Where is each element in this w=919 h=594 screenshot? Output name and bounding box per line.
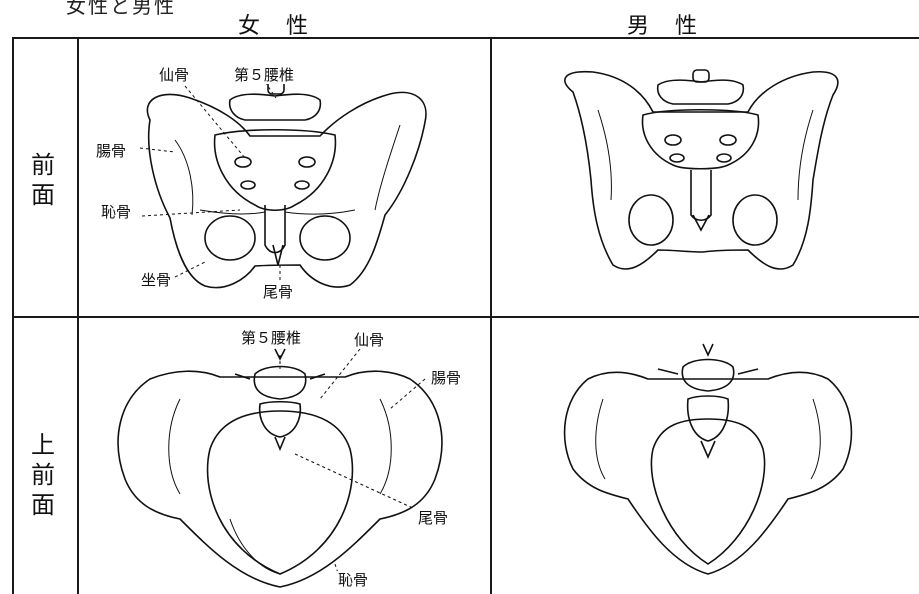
- row-label-front: 前面: [30, 150, 56, 210]
- gender-column-divider: [490, 37, 492, 594]
- female-top-panel: [80, 319, 488, 594]
- label-pubis-top: 恥骨: [337, 571, 369, 589]
- label-ilium-top: 腸骨: [430, 369, 462, 387]
- label-coccyx-top: 尾骨: [417, 509, 449, 527]
- column-header-male: 男性: [627, 8, 723, 40]
- female-pelvis-top-illustration: [80, 319, 488, 594]
- label-lumbar5-front: 第５腰椎: [233, 66, 295, 84]
- label-ilium-front: 腸骨: [95, 142, 127, 160]
- table-top-border: [12, 37, 919, 39]
- table-left-border: [12, 37, 14, 594]
- male-pelvis-front-illustration: [493, 40, 913, 314]
- label-lumbar5-top: 第５腰椎: [240, 329, 302, 347]
- label-sacrum-front: 仙骨: [158, 66, 190, 84]
- label-pubis-front: 恥骨: [100, 203, 132, 221]
- male-top-panel: [493, 319, 913, 594]
- label-coccyx-front: 尾骨: [262, 283, 294, 301]
- row-label-upper-front: 上前面: [30, 430, 56, 520]
- male-pelvis-top-illustration: [493, 319, 913, 594]
- label-column-divider: [77, 37, 79, 594]
- label-sacrum-top: 仙骨: [353, 331, 385, 349]
- table-row-divider: [12, 316, 919, 318]
- label-ischium-front: 坐骨: [140, 271, 172, 289]
- row-label-front-text: 前面: [30, 150, 56, 210]
- male-front-panel: [493, 40, 913, 314]
- section-heading-fragment: 女性と男性: [66, 0, 176, 19]
- row-label-upper-front-text: 上前面: [30, 430, 56, 520]
- column-header-female: 女性: [238, 8, 334, 40]
